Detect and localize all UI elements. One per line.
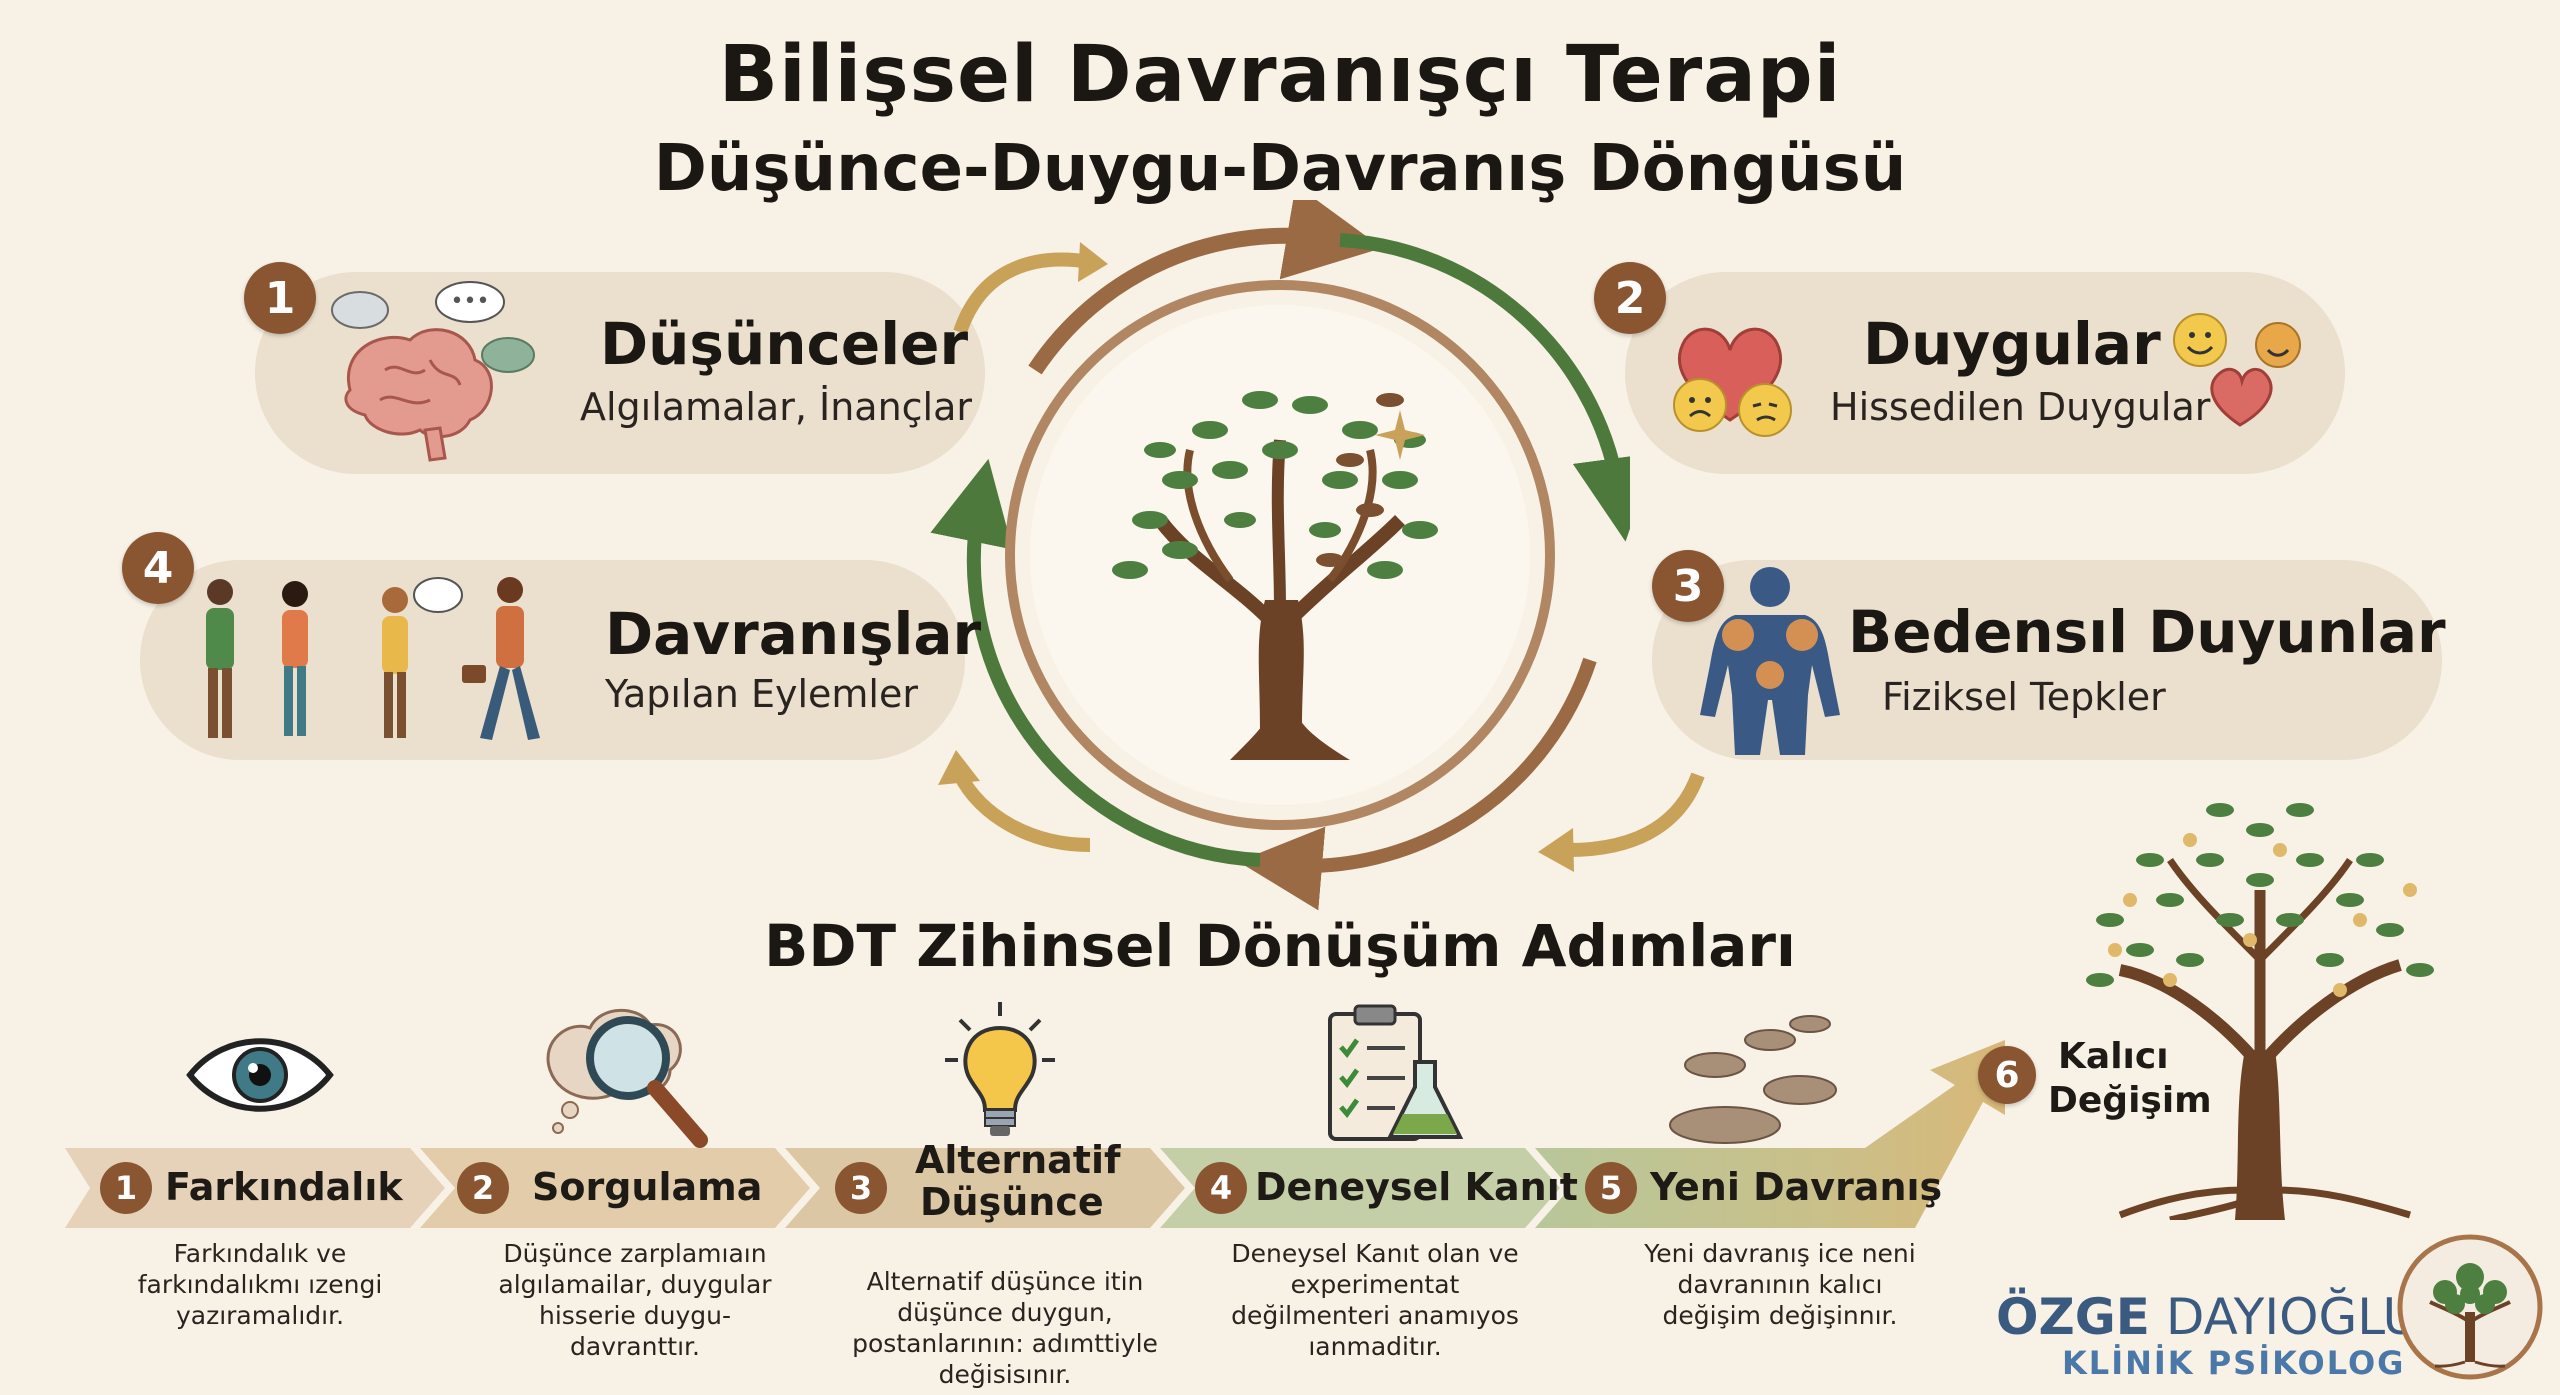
step-3-number: 3 bbox=[835, 1162, 887, 1214]
arrow-cycle-to-behaviors bbox=[938, 750, 1091, 852]
step-1-description: Farkındalık ve farkındalıkmı ızengi yazı… bbox=[137, 1239, 383, 1330]
body-figure-icon bbox=[1700, 567, 1840, 755]
step-1-number: 1 bbox=[100, 1162, 152, 1214]
card-thoughts-number: 1 bbox=[244, 262, 316, 334]
step-1-label: Farkındalık bbox=[165, 1165, 403, 1209]
step-2-description: Düşünce zarplamıaın algılamailar, duygul… bbox=[498, 1239, 772, 1361]
card-emotions-title: Duygular bbox=[1863, 310, 2161, 378]
step-5-label: Yeni Davranış bbox=[1650, 1165, 1943, 1209]
stepping-stones-icon bbox=[1669, 1015, 1837, 1144]
step-4-chevron bbox=[1160, 1148, 1560, 1228]
page-subtitle: Düşünce-Duygu-Davranış Döngüsü bbox=[653, 132, 1907, 206]
brain-icon: ••• bbox=[331, 281, 535, 462]
cycle-diagram bbox=[930, 200, 1630, 911]
step-2-number: 2 bbox=[457, 1162, 509, 1214]
card-emotions-subtitle: Hissedilen Duygular bbox=[1830, 385, 2211, 429]
card-body-title: Bedensıl Duyunlar bbox=[1848, 598, 2446, 666]
card-body-number: 3 bbox=[1652, 550, 1724, 622]
step-6-label-line1: Kalıcı bbox=[2058, 1036, 2169, 1077]
step-5-description: Yeni davranış ice neni davranının kalıcı… bbox=[1644, 1239, 1916, 1330]
card-emotions-number: 2 bbox=[1594, 262, 1666, 334]
arrow-body-to-cycle bbox=[1538, 772, 1705, 872]
people-icon bbox=[206, 577, 540, 740]
step-5-number: 5 bbox=[1585, 1162, 1637, 1214]
lightbulb-icon bbox=[945, 1002, 1055, 1136]
step-5-arrow bbox=[1535, 1040, 2005, 1228]
clipboard-flask-icon bbox=[1328, 1004, 1464, 1141]
step-6-label-line2: Değişim bbox=[2048, 1080, 2212, 1121]
arrow-thoughts-to-cycle bbox=[953, 242, 1108, 335]
steps-title: BDT Zihinsel Dönüşüm Adımları bbox=[764, 912, 1796, 980]
step-2-label: Sorgulama bbox=[532, 1165, 763, 1209]
heart-emotions-icon bbox=[1673, 327, 1792, 437]
step-6-number: 6 bbox=[1978, 1046, 2036, 1104]
svg-text:•••: ••• bbox=[451, 289, 490, 314]
card-behaviors bbox=[140, 560, 965, 760]
card-behaviors-title: Davranışlar bbox=[605, 600, 982, 668]
card-thoughts-title: Düşünceler bbox=[600, 310, 969, 378]
step-4-description: Deneysel Kanıt olan ve experimentat deği… bbox=[1231, 1239, 1519, 1361]
tree-icon bbox=[2086, 803, 2434, 1220]
step-4-label: Deneysel Kanıt bbox=[1255, 1165, 1578, 1209]
card-behaviors-subtitle: Yapılan Eylemler bbox=[605, 672, 918, 716]
step-3-label-line1: Alternatif bbox=[915, 1138, 1121, 1182]
brand-role: KLİNİK PSİKOLOG bbox=[2062, 1344, 2406, 1382]
step-3-chevron bbox=[785, 1148, 1185, 1228]
step-3-description: Alternatif düşünce itin düşünce duygun, … bbox=[852, 1267, 1158, 1389]
step-1-chevron bbox=[65, 1148, 445, 1228]
eye-icon bbox=[186, 1038, 334, 1112]
magnifier-icon bbox=[546, 1008, 708, 1148]
card-thoughts-subtitle: Algılamalar, İnançlar bbox=[580, 385, 973, 429]
brand-logo-icon bbox=[2397, 1234, 2543, 1380]
card-behaviors-number: 4 bbox=[122, 532, 194, 604]
card-body-subtitle: Fiziksel Tepkler bbox=[1882, 675, 2166, 719]
step-2-chevron bbox=[420, 1148, 810, 1228]
emoji-icons bbox=[2173, 313, 2301, 427]
step-3-label-line2: Düşünce bbox=[920, 1180, 1104, 1224]
page-title: Bilişsel Davranışçı Terapi bbox=[718, 30, 1842, 120]
brand-name: ÖZGE DAYIOĞLU bbox=[1996, 1288, 2420, 1346]
step-4-number: 4 bbox=[1195, 1162, 1247, 1214]
